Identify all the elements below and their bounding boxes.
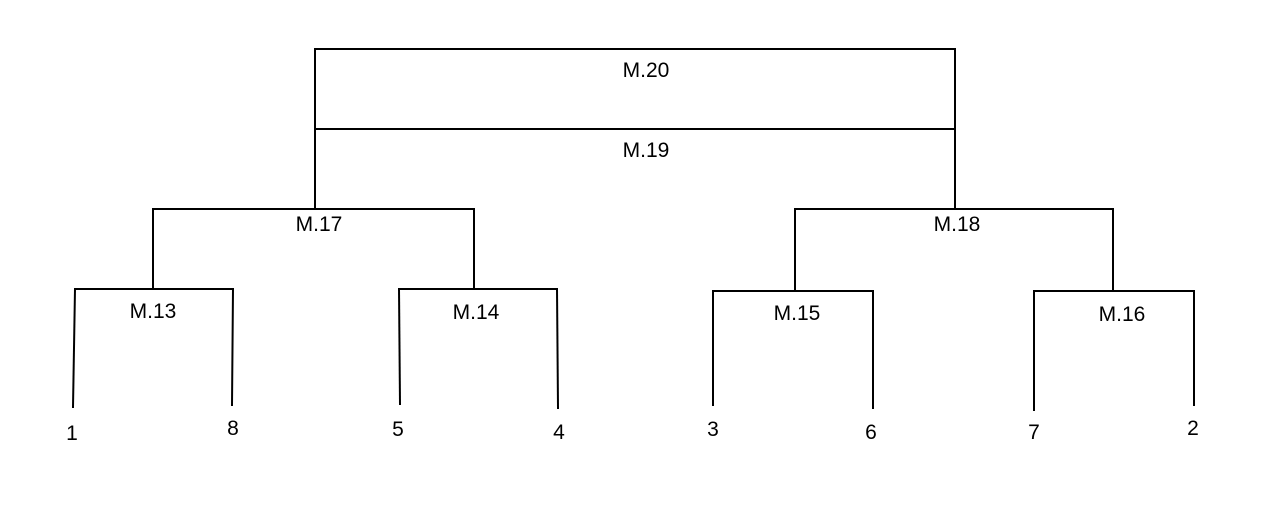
leaf-label-5: 5	[392, 418, 404, 441]
merge-label-m15: M.15	[774, 302, 821, 325]
leaf-label-4: 4	[553, 421, 565, 444]
merge-m18: M.18	[794, 208, 1114, 292]
merge-m20: M.20	[314, 48, 956, 130]
leaf-label-8: 8	[227, 417, 239, 440]
m14-left-stem	[397, 287, 402, 406]
merge-m16: M.16	[1033, 290, 1195, 411]
m13-right-stem	[230, 287, 235, 407]
merge-label-m17: M.17	[296, 213, 343, 236]
leaf-labels: 1 8 5 4 3 6 7 2	[66, 417, 1199, 445]
merge-m13: M.13	[71, 287, 235, 409]
merge-m14: M.14	[397, 287, 560, 410]
merge-m15: M.15	[712, 290, 874, 409]
merge-label-m13: M.13	[130, 300, 177, 323]
leaf-label-1: 1	[66, 422, 78, 445]
leaf-label-6: 6	[865, 421, 877, 444]
merge-label-m19: M.19	[623, 139, 670, 162]
merge-m17: M.17	[152, 208, 475, 290]
leaf-label-3: 3	[707, 418, 719, 441]
m14-right-stem	[555, 287, 560, 410]
merge-m19: M.19	[314, 128, 956, 210]
merge-label-m20: M.20	[623, 59, 670, 82]
merge-label-m14: M.14	[453, 301, 500, 324]
leaf-label-2: 2	[1187, 417, 1199, 440]
leaf-label-7: 7	[1028, 421, 1040, 444]
m13-left-stem	[71, 287, 77, 409]
merge-label-m16: M.16	[1099, 303, 1146, 326]
merge-label-m18: M.18	[934, 213, 981, 236]
